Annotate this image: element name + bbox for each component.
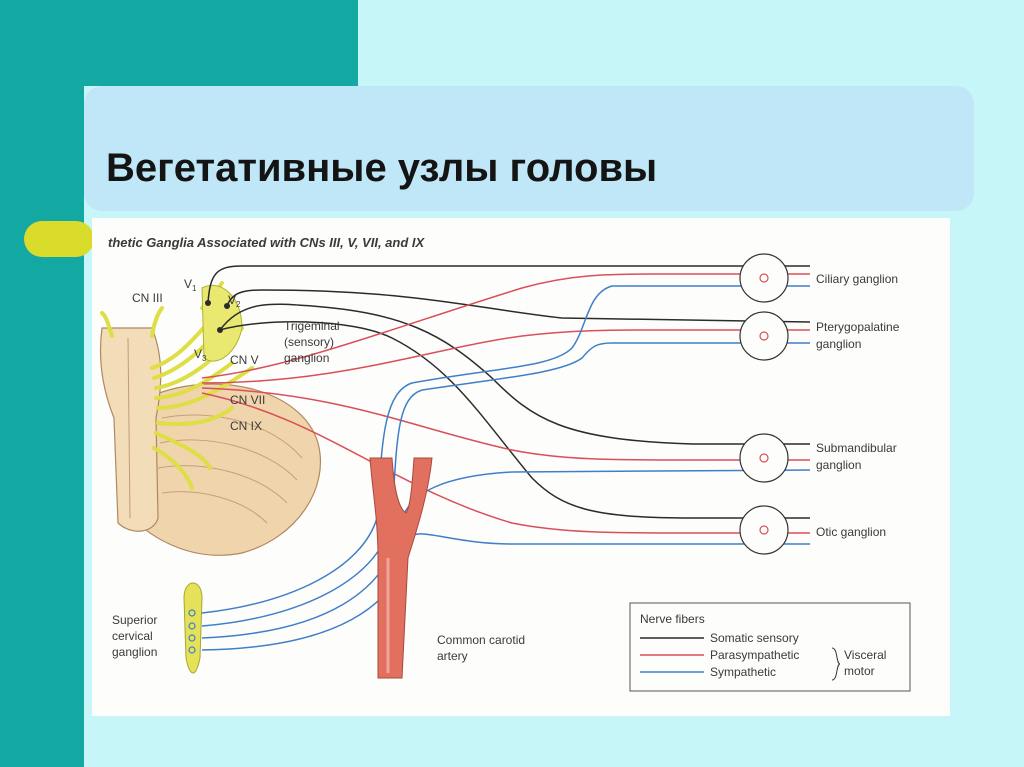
label-v1: V1 (184, 277, 197, 293)
ganglion-pterygopalatine (739, 311, 789, 361)
cerebellum-fold (157, 465, 288, 504)
ganglion-submandibular (739, 433, 789, 483)
label-trigeminal-3: ganglion (284, 351, 329, 365)
top-accent-block (84, 0, 358, 86)
label-carotid-1: Common carotid (437, 633, 525, 647)
label-superior-2: cervical (112, 629, 153, 643)
ganglion-node (188, 634, 196, 642)
legend-somatic: Somatic sensory (710, 631, 799, 645)
label-carotid-2: artery (437, 649, 468, 663)
ganglion-node (188, 622, 196, 630)
cerebellum (131, 383, 322, 556)
legend-visceral-1: Visceral (844, 648, 886, 662)
carotid-artery-illustration (369, 457, 433, 679)
trigeminal-ganglion-shape (201, 285, 243, 362)
label-trigeminal-1: Trigeminal (284, 319, 340, 333)
carotid-artery (369, 457, 433, 679)
label-v2: V2 (228, 293, 241, 309)
ganglion-node (188, 609, 196, 617)
label-pterygopalatine-2: ganglion (816, 337, 861, 351)
label-cn3: CN III (132, 291, 163, 305)
title-box: Вегетативные узлы головы (84, 86, 974, 211)
label-v3: V3 (194, 347, 207, 363)
brainstem-midline (127, 337, 131, 519)
ganglion-node (759, 453, 769, 463)
ganglion-ciliary (739, 253, 789, 303)
label-ciliary-ganglion: Ciliary ganglion (816, 272, 898, 286)
ganglion-marker (739, 433, 789, 483)
cerebellum-fold (161, 491, 268, 524)
label-otic-ganglion: Otic ganglion (816, 525, 886, 539)
superior-cervical-ganglion-shape (183, 582, 203, 674)
ganglion-marker (739, 253, 789, 303)
label-submandibular-1: Submandibular (816, 441, 897, 455)
label-superior-1: Superior (112, 613, 157, 627)
brainstem (99, 327, 162, 532)
ganglion-otic (739, 505, 789, 555)
label-superior-3: ganglion (112, 645, 157, 659)
ganglion-node (188, 646, 196, 654)
yellow-accent-tab (24, 221, 94, 257)
label-pterygopalatine-1: Pterygopalatine (816, 320, 900, 334)
legend-symp: Sympathetic (710, 665, 776, 679)
legend-title: Nerve fibers (640, 612, 705, 626)
label-cn7: CN VII (230, 393, 265, 407)
brainstem-illustration (99, 327, 322, 556)
label-cn5: CN V (230, 353, 259, 367)
ganglion-marker (739, 311, 789, 361)
ganglia-diagram: thetic Ganglia Associated with CNs III, … (99, 235, 911, 692)
legend-brace (831, 647, 841, 681)
label-submandibular-2: ganglion (816, 458, 861, 472)
label-trigeminal-2: (sensory) (284, 335, 334, 349)
legend-para: Parasympathetic (710, 648, 799, 662)
parasympathetic-fibers (201, 273, 810, 534)
ganglion-marker (739, 505, 789, 555)
ganglion-node (759, 331, 769, 341)
diagram-panel: thetic Ganglia Associated with CNs III, … (92, 218, 950, 716)
cerebellum-fold (161, 414, 303, 459)
legend: Nerve fibers Somatic sensory Parasympath… (629, 602, 911, 692)
page-title: Вегетативные узлы головы (106, 146, 658, 190)
ganglion-node (759, 273, 769, 283)
diagram-header: thetic Ganglia Associated with CNs III, … (108, 235, 425, 250)
label-cn9: CN IX (230, 419, 262, 433)
left-accent-bar (0, 0, 84, 767)
legend-box (629, 602, 911, 692)
somatic-sensory-fibers (207, 265, 811, 519)
ganglion-node (759, 525, 769, 535)
legend-visceral-2: motor (844, 664, 875, 678)
